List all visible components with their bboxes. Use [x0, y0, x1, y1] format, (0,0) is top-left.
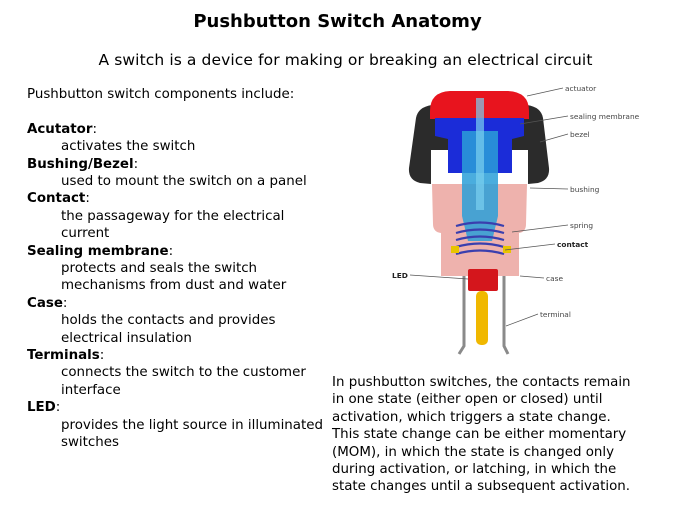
diagram-label-terminal: terminal	[540, 310, 571, 319]
component-desc-led: provides the light source in illuminated…	[61, 417, 323, 451]
component-term-bushing-bezel: Bushing/Bezel:	[27, 156, 139, 172]
diagram-label-sealing-membrane: sealing membrane	[570, 112, 640, 121]
terminal-center-shape	[476, 291, 488, 345]
diagram-label-bushing: bushing	[570, 185, 600, 194]
component-term-actuator: Acutator:	[27, 121, 97, 137]
spring-shape	[455, 221, 505, 256]
component-desc-sealing-membrane: protects and seals the switch mechanisms…	[61, 261, 287, 294]
plunger-shape	[476, 98, 484, 210]
component-desc-terminals: connects the switch to the customer inte…	[61, 365, 306, 398]
diagram-label-case: case	[546, 274, 563, 283]
paragraph-line: In pushbutton switches, the contacts rem…	[332, 375, 631, 390]
diagram-label-contact: contact	[557, 240, 589, 249]
paragraph-line: during activation, or latching, in which…	[332, 462, 617, 478]
paragraph-line: state changes until a subsequent activat…	[332, 479, 631, 495]
paragraph-line: activation, which triggers a state chang…	[332, 409, 611, 425]
terminal-right-shape	[502, 276, 510, 355]
component-term-contact: Contact:	[27, 191, 90, 207]
page-title: Pushbutton Switch Anatomy	[193, 11, 482, 32]
diagram-label-bezel: bezel	[570, 130, 590, 139]
paragraph-line: in one state (either open or closed) unt…	[332, 392, 603, 408]
contact-left-shape	[451, 246, 459, 253]
diagram-label-led: LED	[392, 271, 408, 280]
component-term-terminals: Terminals:	[27, 348, 105, 364]
diagram-label-actuator: actuator	[565, 84, 597, 93]
state-change-paragraph: In pushbutton switches, the contacts rem…	[332, 374, 672, 496]
switch-cutaway-diagram: actuator sealing membrane bezel bushing …	[380, 76, 675, 368]
components-intro: Pushbutton switch components include:	[27, 87, 295, 102]
paragraph-line: (MOM), in which the state is changed onl…	[332, 444, 615, 460]
component-term-sealing-membrane: Sealing membrane:	[27, 243, 174, 259]
components-list: Pushbutton switch components include: Ac…	[27, 86, 327, 452]
component-desc-bushing-bezel: used to mount the switch on a panel	[61, 174, 307, 190]
led-body-shape	[468, 269, 498, 291]
terminal-left-shape	[457, 276, 466, 355]
switch-cutaway-svg: actuator sealing membrane bezel bushing …	[392, 84, 640, 355]
diagram-label-spring: spring	[570, 221, 593, 230]
component-desc-case: holds the contacts and provides electric…	[61, 313, 276, 346]
component-desc-contact: the passageway for the electrical curren…	[61, 208, 285, 242]
paragraph-line: This state change can be either momentar…	[332, 427, 627, 443]
page-subtitle: A switch is a device for making or break…	[98, 51, 593, 69]
component-term-case: Case:	[27, 295, 68, 311]
component-term-led: LED:	[27, 400, 61, 416]
component-desc-actuator: activates the switch	[61, 139, 196, 155]
